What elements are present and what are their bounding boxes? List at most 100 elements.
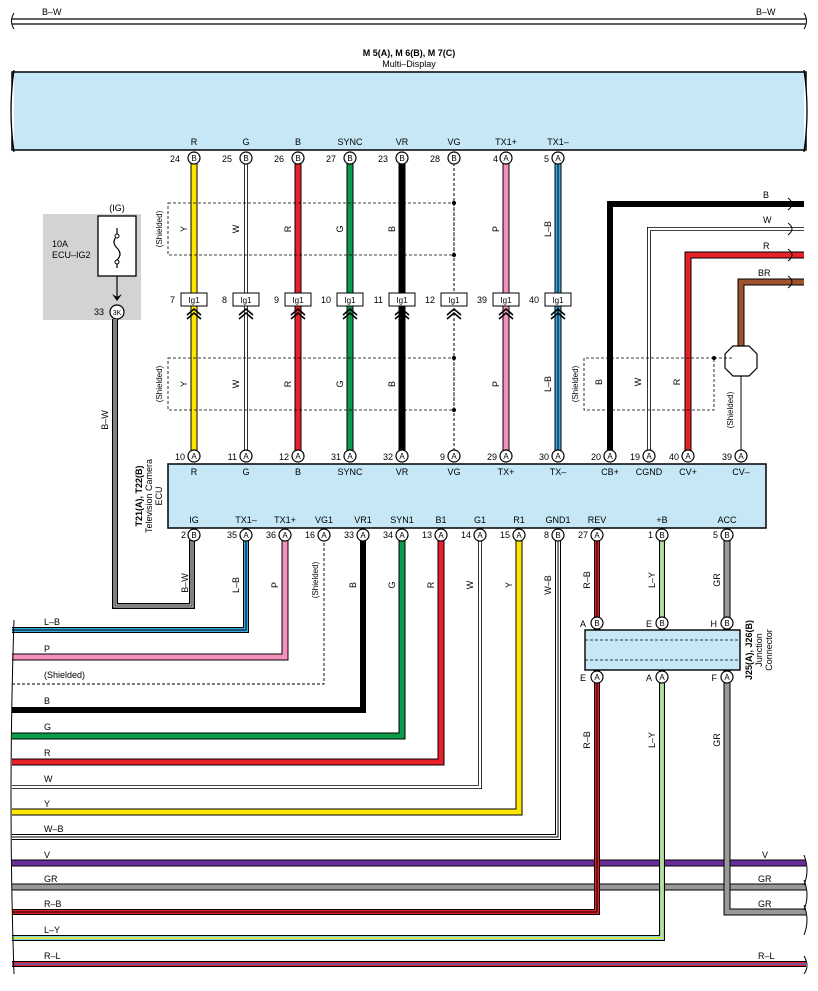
pin-connector-letter: B bbox=[243, 154, 248, 163]
pin-connector-letter: A bbox=[607, 452, 613, 461]
pin-connector-letter: B bbox=[295, 154, 300, 163]
multi-display-box bbox=[11, 71, 807, 151]
bus-label: B bbox=[44, 696, 50, 706]
ecu-pin-num: 36 bbox=[266, 530, 276, 540]
ecu-pin-sig: CV+ bbox=[679, 467, 697, 477]
wire-label: L–Y bbox=[647, 732, 657, 748]
pin-connector-letter: A bbox=[646, 452, 652, 461]
ecu-pin-num: 19 bbox=[630, 452, 640, 462]
ig-connectors: Ig1 7 Ig1 8 Ig1 9 Ig1 10 Ig1 11 bbox=[170, 292, 572, 320]
ecu-pin-sig: GND1 bbox=[545, 515, 570, 525]
ecu-pin-sig: VR bbox=[396, 467, 409, 477]
ecu-pin-sig: CV– bbox=[732, 467, 750, 477]
md-pin-num: 25 bbox=[222, 154, 232, 164]
pin-connector-letter: A bbox=[243, 531, 249, 540]
pin-circle bbox=[187, 449, 201, 463]
ecu-pin-num: 40 bbox=[669, 452, 679, 462]
ecu-pin-sig: +B bbox=[656, 515, 667, 525]
ecu-pin-num: 27 bbox=[578, 530, 588, 540]
pin-connector-letter: A bbox=[594, 531, 600, 540]
ecu-pin-num: 2 bbox=[181, 530, 186, 540]
pin-circle bbox=[655, 528, 669, 542]
wire-label: P bbox=[270, 582, 280, 588]
pin-connector-letter: A bbox=[659, 673, 665, 682]
pin-circle bbox=[720, 616, 734, 630]
wire-label: L–B bbox=[231, 577, 241, 593]
wire-label: R–B bbox=[582, 571, 592, 589]
pin-connector-letter: A bbox=[503, 154, 509, 163]
feed-label: R bbox=[763, 241, 770, 251]
wire-label: L–B bbox=[543, 376, 553, 392]
camera-ecu-name: ECU bbox=[154, 486, 164, 505]
fuse-ig-label: (IG) bbox=[109, 203, 125, 213]
md-pin-num: 4 bbox=[493, 154, 498, 164]
splice-octagon bbox=[724, 345, 758, 377]
feed-label: W bbox=[763, 215, 772, 225]
ecu-pin-sig: G1 bbox=[474, 515, 486, 525]
pin-circle bbox=[499, 151, 513, 165]
pin-connector-letter: B bbox=[451, 154, 456, 163]
junction-pin-letter: A bbox=[580, 619, 586, 629]
right-feed-wires: B W R BR B W R (Shielded) (Shielded) bbox=[571, 190, 804, 456]
pin-connector-letter: A bbox=[282, 531, 288, 540]
ig-connector-num: 11 bbox=[374, 295, 383, 305]
pin-connector-letter: B bbox=[347, 154, 352, 163]
fuse-name: ECU–IG2 bbox=[52, 250, 91, 260]
pin-circle bbox=[551, 151, 565, 165]
ig-connector-label: Ig1 bbox=[448, 296, 460, 305]
junction-pin-letter: A bbox=[646, 673, 652, 683]
ig-connector-num: 8 bbox=[222, 295, 227, 305]
wire-label: Y bbox=[179, 226, 189, 232]
camera-ecu: T21(A), T22(B) Television Camera ECU bbox=[134, 459, 767, 533]
ecu-pin-num: 31 bbox=[331, 452, 341, 462]
ecu-pin-num: 10 bbox=[175, 452, 185, 462]
pin-circle bbox=[395, 528, 409, 542]
wire-label: B bbox=[348, 582, 358, 588]
multi-display-title: M 5(A), M 6(B), M 7(C) bbox=[363, 48, 456, 58]
ecu-pin-sig: CGND bbox=[636, 467, 663, 477]
pin-connector-letter: B bbox=[594, 619, 599, 628]
ig-connector-num: 12 bbox=[425, 295, 435, 305]
multi-display-subtitle: Multi–Display bbox=[382, 59, 436, 69]
wire-label: W bbox=[633, 377, 643, 386]
fuse-pin-conn: 3K bbox=[113, 310, 122, 317]
ecu-pin-num: 29 bbox=[487, 452, 497, 462]
ecu-pin-sig: TX1– bbox=[235, 515, 257, 525]
fuse-block: (IG) 10A ECU–IG2 3K 33 bbox=[43, 203, 141, 320]
ecu-pin-sig: VG1 bbox=[315, 515, 333, 525]
pin-connector-letter: B bbox=[724, 531, 729, 540]
wire-label: GR bbox=[712, 573, 722, 587]
wire-label: Y bbox=[179, 381, 189, 387]
pin-connector-letter: A bbox=[555, 452, 561, 461]
pin-connector-letter: A bbox=[321, 531, 327, 540]
top-bus-right-label: B–W bbox=[756, 7, 776, 17]
right-bus-labels: V GR GR R–L bbox=[758, 850, 775, 961]
pin-connector-letter: A bbox=[724, 673, 730, 682]
md-pin-sig: VG bbox=[447, 137, 460, 147]
pin-circle bbox=[499, 449, 513, 463]
junction-pin-letter: E bbox=[646, 619, 652, 629]
md-pin-sig: G bbox=[242, 137, 249, 147]
ig-connector-num: 7 bbox=[170, 295, 175, 305]
video-wires bbox=[190, 158, 562, 456]
wire-label: R bbox=[672, 378, 682, 385]
pin-connector-letter: A bbox=[295, 452, 301, 461]
ecu-top-pin-numbers: 10 11 12 31 32 9 29 30 20 19 40 39 bbox=[175, 452, 732, 462]
bus-label: W bbox=[44, 774, 53, 784]
ecu-pin-num: 39 bbox=[722, 452, 732, 462]
wire-label: G bbox=[335, 225, 345, 232]
pin-circle bbox=[317, 528, 331, 542]
ecu-pin-num: 13 bbox=[422, 530, 432, 540]
pin-circle bbox=[447, 449, 461, 463]
pin-connector-letter: A bbox=[191, 452, 197, 461]
pin-connector-letter: A bbox=[477, 531, 483, 540]
bus-label: R–L bbox=[44, 951, 61, 961]
pin-circle bbox=[187, 151, 201, 165]
ig-connector-num: 40 bbox=[529, 295, 539, 305]
md-pin-sig: SYNC bbox=[337, 137, 363, 147]
md-pin-sig: VR bbox=[396, 137, 409, 147]
wire-label: B bbox=[594, 379, 604, 385]
ecu-pin-num: 11 bbox=[228, 452, 237, 462]
wire-label: R bbox=[283, 225, 293, 232]
pin-circle bbox=[291, 151, 305, 165]
